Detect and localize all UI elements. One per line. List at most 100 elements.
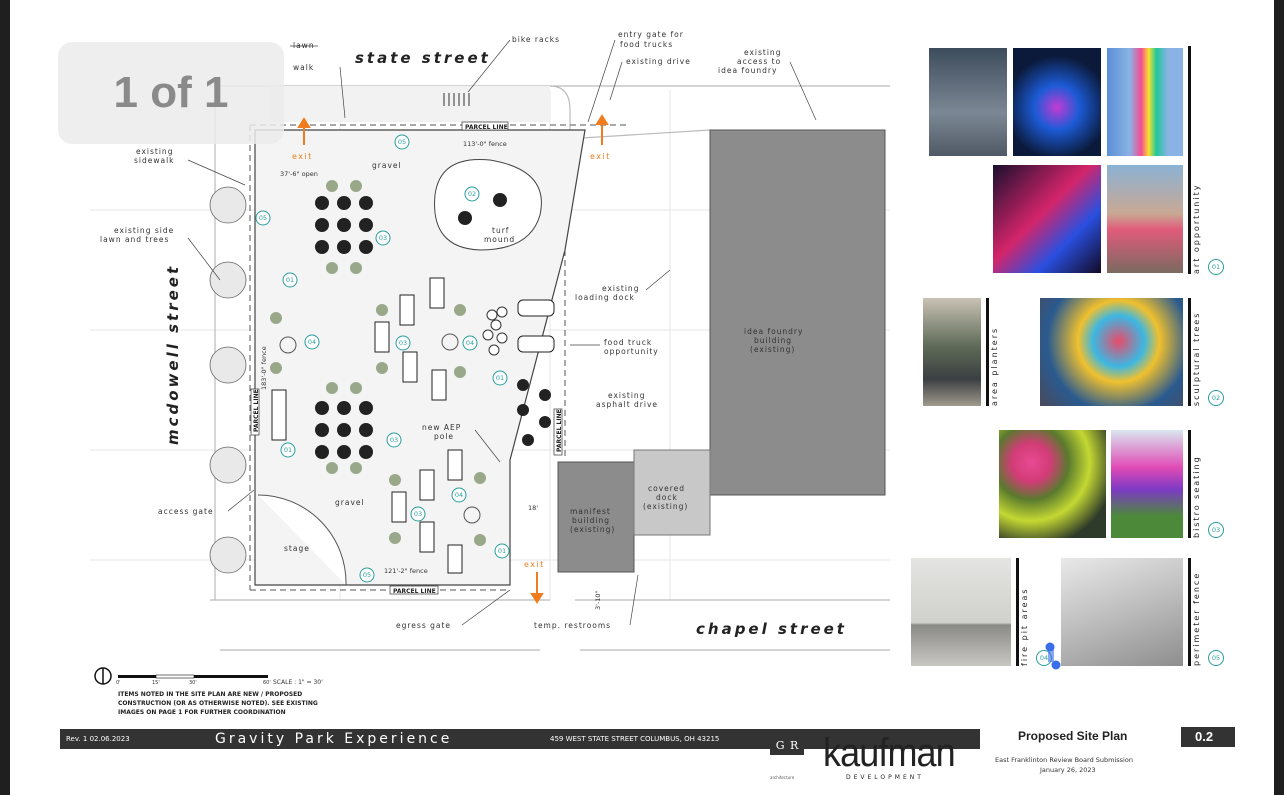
svg-text:03: 03: [399, 339, 407, 347]
callout-lawn: lawn: [293, 41, 315, 50]
page-counter: 1 of 1: [58, 42, 284, 144]
svg-text:01: 01: [498, 547, 506, 555]
text-selection-handle-icon[interactable]: [1044, 642, 1062, 670]
svg-text:03: 03: [414, 510, 422, 518]
callout-walk: walk: [293, 63, 314, 72]
svg-text:01: 01: [286, 276, 294, 284]
site-plan-drawing: PARCEL LINE PARCEL LINE PARCEL LINE PARC…: [90, 30, 890, 716]
legend-caption-trees: sculptural trees: [1192, 311, 1201, 406]
svg-text:01: 01: [284, 446, 292, 454]
parcel-line-left: PARCEL LINE: [253, 389, 260, 432]
street-west: mcdowell street: [164, 264, 182, 445]
grad-logo-text: G R A D: [770, 737, 804, 773]
sheet-title: Proposed Site Plan: [1018, 729, 1128, 743]
scale-label: SCALE : 1" = 30': [273, 679, 323, 686]
scale-tick-30: 30': [189, 680, 197, 686]
exit-label-3: exit: [524, 560, 545, 569]
sheet-number: 0.2: [1195, 729, 1214, 744]
street-north: state street: [355, 49, 491, 67]
exit-label-2: exit: [590, 152, 611, 161]
svg-text:05: 05: [259, 214, 267, 222]
svg-text:01: 01: [496, 374, 504, 382]
svg-text:04: 04: [308, 338, 316, 346]
photo-bistro-2: [1111, 430, 1183, 538]
callout-access-gate: access gate: [158, 507, 214, 516]
svg-text:02: 02: [468, 190, 476, 198]
legend-bar-planters: [986, 298, 989, 406]
legend-bar-firepit: [1016, 558, 1019, 666]
site-plan-sheet: PARCEL LINE PARCEL LINE PARCEL LINE PARC…: [10, 0, 1274, 795]
dim-open: 37'-6" open: [280, 170, 318, 178]
note-line-3: IMAGES ON PAGE 1 FOR FURTHER COORDINATIO…: [118, 709, 286, 716]
area-gravel-bottom: gravel: [335, 498, 365, 507]
photo-perimeter-fence: [1061, 558, 1183, 666]
svg-text:05: 05: [398, 138, 406, 146]
title-bar: Rev. 1 02.06.2023 Gravity Park Experienc…: [60, 729, 980, 749]
area-gravel-top: gravel: [372, 161, 402, 170]
submission: East Franklinton Review Board Submission: [995, 756, 1133, 764]
dim-gap: 18': [528, 504, 538, 512]
legend-caption-art: art opportunity: [1192, 183, 1201, 274]
legend-bar-bistro: [1188, 430, 1191, 538]
scale-tick-0: 0': [116, 680, 121, 686]
legend-num-art: 01: [1208, 259, 1224, 275]
legend-caption-firepit: fire pit areas: [1020, 587, 1029, 666]
dim-small: 3'-10": [594, 590, 602, 610]
note-line-1: ITEMS NOTED IN THE SITE PLAN ARE NEW / P…: [118, 691, 302, 698]
revision: Rev. 1 02.06.2023: [66, 735, 130, 743]
svg-text:03: 03: [379, 234, 387, 242]
parcel-line-right: PARCEL LINE: [556, 409, 563, 452]
legend-bar-trees: [1188, 298, 1191, 406]
scale-bar: [118, 674, 268, 679]
photo-art-5: [1107, 165, 1183, 273]
dim-fence-bottom: 121'-2" fence: [384, 567, 428, 575]
legend-caption-planters: area planters: [990, 326, 999, 406]
legend-caption-fence: perimeter fence: [1192, 571, 1201, 666]
photo-art-4: [993, 165, 1101, 273]
photo-art-3: [1107, 48, 1183, 156]
exit-label-1: exit: [292, 152, 313, 161]
photo-bistro-1: [999, 430, 1106, 538]
legend-caption-bistro: bistro seating: [1192, 455, 1201, 538]
parcel-line-top: PARCEL LINE: [465, 124, 508, 131]
scale-tick-15: 15': [152, 680, 160, 686]
submission-date: January 26, 2023: [1040, 766, 1096, 774]
legend-num-trees: 02: [1208, 390, 1224, 406]
photo-art-1: [929, 48, 1007, 156]
callout-existing-drive: existing drive: [626, 57, 691, 66]
dim-fence-top: 113'-0" fence: [463, 140, 507, 148]
svg-text:03: 03: [390, 436, 398, 444]
dim-fence-left: 183'-0" fence: [260, 346, 268, 390]
sheet-number-box: 0.2: [1181, 727, 1235, 747]
photo-sculptural-tree: [1040, 298, 1183, 406]
legend-bar-fence: [1188, 558, 1191, 666]
photo-fire-pit: [911, 558, 1011, 666]
logo-kaufman: kaufman: [823, 731, 956, 775]
svg-text:05: 05: [363, 571, 371, 579]
svg-text:04: 04: [455, 491, 463, 499]
logo-grad: G R A D architecture: [770, 737, 804, 781]
area-stage: stage: [284, 544, 310, 553]
legend-num-bistro: 03: [1208, 522, 1224, 538]
callout-egress-gate: egress gate: [396, 621, 451, 630]
sheet-info: Proposed Site Plan 0.2 East Franklinton …: [985, 727, 1245, 787]
parcel-line-bottom: PARCEL LINE: [393, 588, 436, 595]
photo-art-2: [1013, 48, 1101, 156]
legend-bar-art: [1188, 46, 1191, 274]
scale-tick-60: 60': [263, 680, 271, 686]
project-address: 459 WEST STATE STREET COLUMBUS, OH 43215: [550, 735, 720, 743]
legend-num-fence: 05: [1208, 650, 1224, 666]
callout-bike-racks: bike racks: [512, 35, 560, 44]
